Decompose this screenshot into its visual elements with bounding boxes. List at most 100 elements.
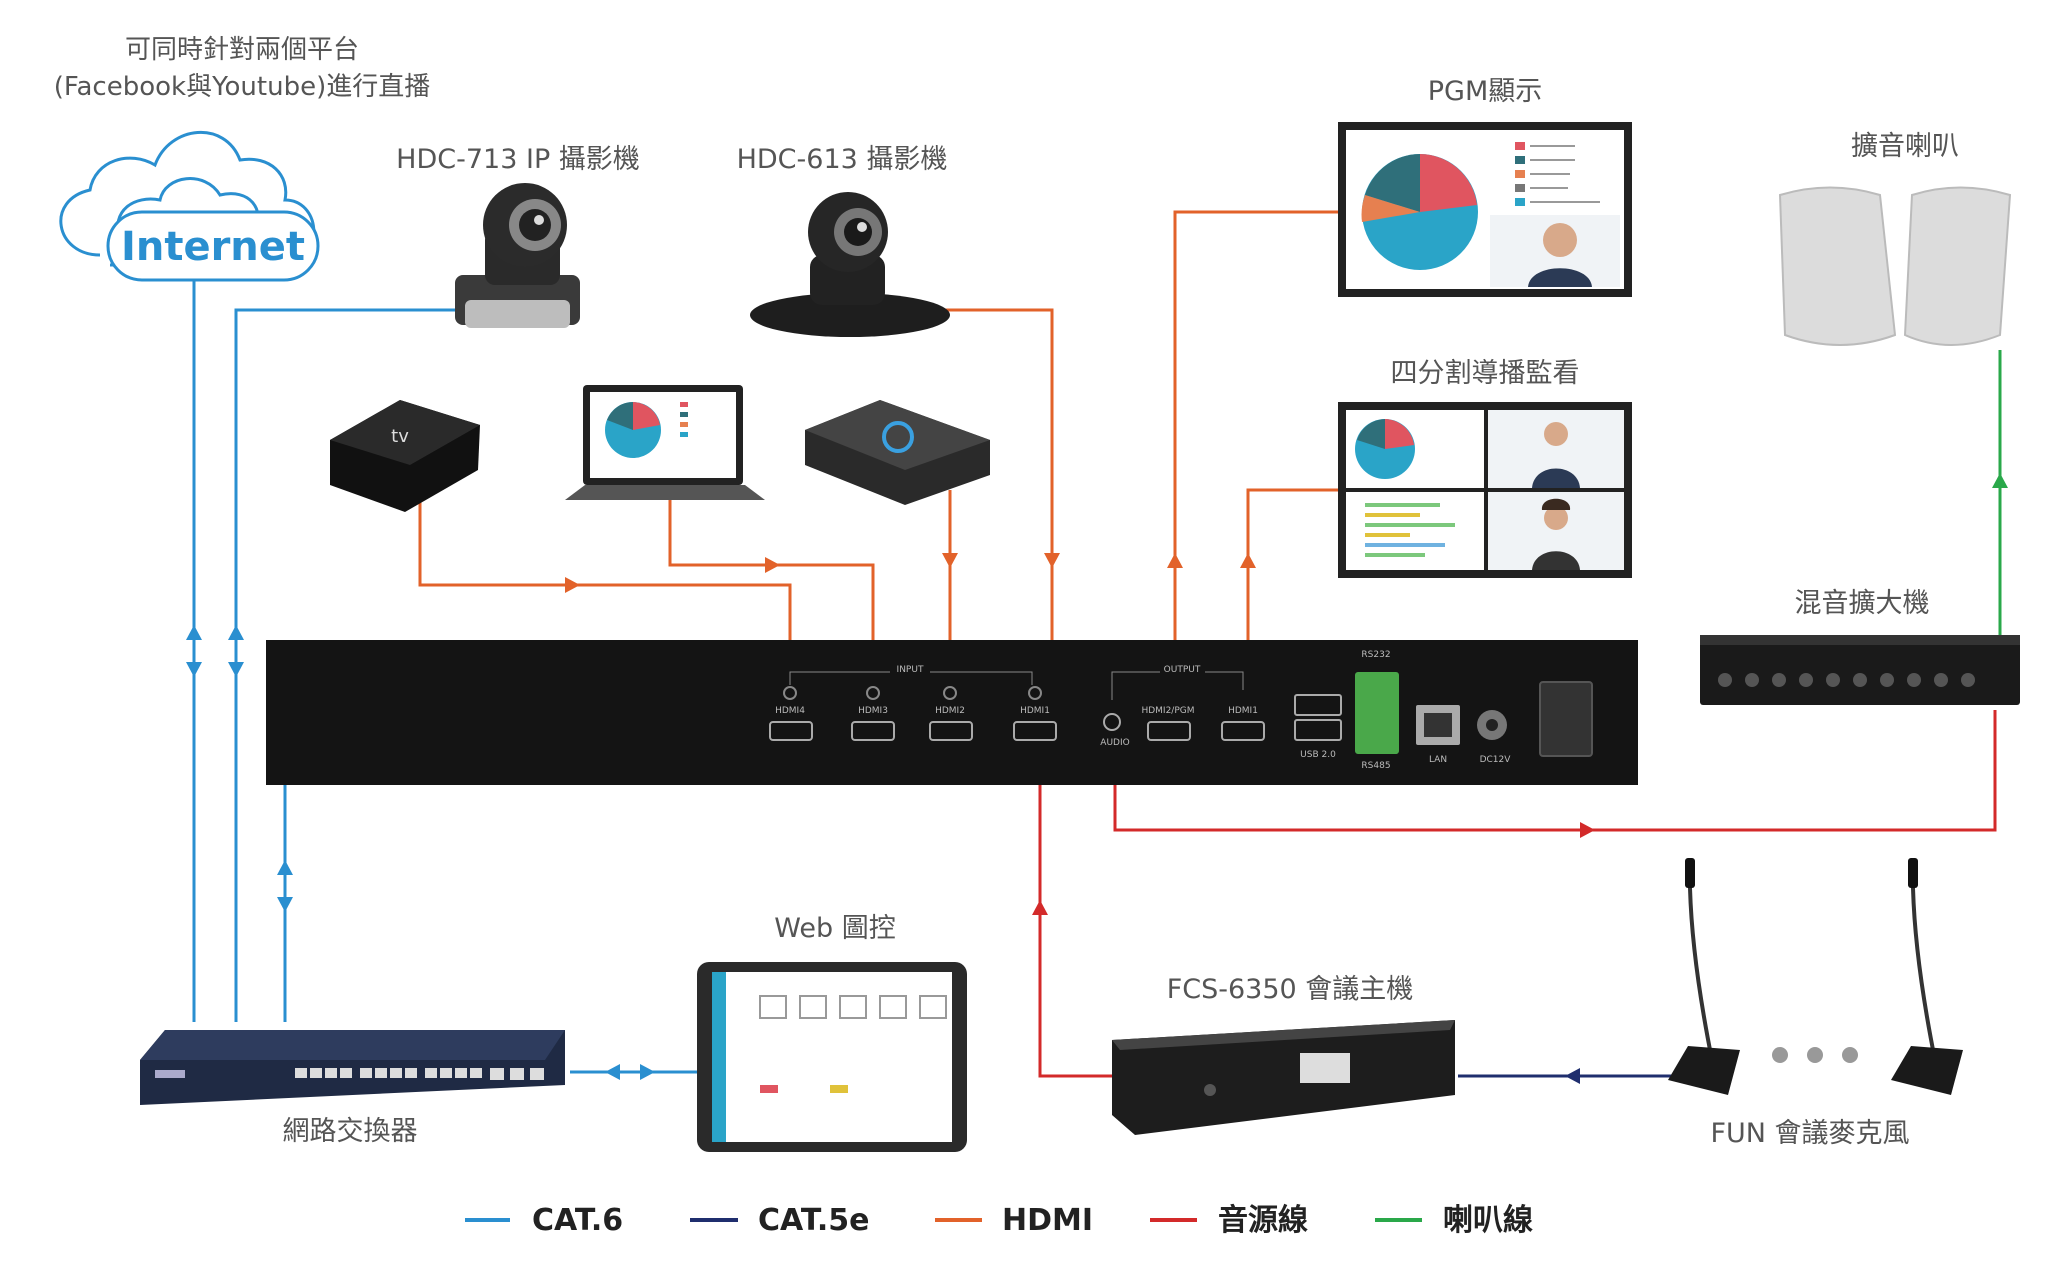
output-group-label: OUTPUT — [1164, 665, 1201, 675]
legend-item-speaker: 喇叭線 — [1375, 1203, 1533, 1238]
svg-text:USB 2.0: USB 2.0 — [1300, 750, 1336, 760]
camera-613-label: HDC-613 攝影機 — [737, 144, 948, 175]
ip-camera-label: HDC-713 IP 攝影機 — [396, 144, 640, 175]
web-control-label: Web 圖控 — [774, 913, 895, 944]
internet-badge — [106, 210, 320, 282]
rs232-rs485-terminal: RS232 RS485 — [1355, 650, 1399, 771]
cat6-line-camera-switch — [234, 308, 460, 1022]
arrow-right — [565, 577, 580, 593]
ellipsis-dot — [1807, 1047, 1823, 1063]
arrow-up — [1032, 900, 1048, 915]
internet-label: Internet — [121, 224, 305, 270]
svg-text:HDMI1: HDMI1 — [1228, 706, 1258, 716]
svg-text:HDMI1: HDMI1 — [1020, 706, 1050, 716]
arrow-up — [1240, 553, 1256, 568]
dc-power-port: DC12V — [1477, 710, 1511, 765]
tablet-icon — [697, 962, 967, 1152]
legend-item-audio: 音源線 — [1150, 1203, 1308, 1238]
arrow-right — [640, 1064, 655, 1080]
audio-line-host-switcher — [1038, 690, 1120, 1078]
quad-monitor-label: 四分割導播監看 — [1391, 358, 1580, 389]
legend-item-cat6: CAT.6 — [465, 1203, 623, 1238]
speakers-icon — [1778, 186, 2012, 346]
input-group-label: INPUT — [897, 665, 924, 675]
hdmi4-port: HDMI4 — [769, 686, 813, 741]
microphones-icon — [1668, 858, 1963, 1095]
arrow-up — [228, 625, 244, 640]
audio-port: AUDIO — [1100, 713, 1130, 748]
microphones-label: FUN 會議麥克風 — [1710, 1118, 1909, 1149]
lan-port: LAN — [1416, 705, 1460, 765]
hdmi-arrows — [565, 553, 1256, 593]
svg-text:DC12V: DC12V — [1480, 755, 1512, 765]
hdmi-line-quad — [1246, 488, 1345, 695]
power-switch — [1539, 681, 1593, 757]
arrow-up — [186, 625, 202, 640]
svg-text:LAN: LAN — [1429, 755, 1447, 765]
svg-text:RS232: RS232 — [1361, 650, 1390, 660]
svg-text:HDMI4: HDMI4 — [775, 706, 805, 716]
apple-tv-icon: tv — [330, 400, 480, 512]
camera-613-icon — [750, 192, 950, 337]
speaker-connections — [1992, 350, 2008, 640]
hdmi3-port: HDMI3 — [851, 686, 895, 741]
legend-label: CAT.6 — [532, 1203, 623, 1238]
quad-monitor-icon — [1338, 402, 1632, 578]
arrow-up — [277, 860, 293, 875]
svg-text:HDMI2: HDMI2 — [935, 706, 965, 716]
arrow-left — [605, 1064, 620, 1080]
hdmi1-output-port: HDMI1 — [1221, 706, 1265, 741]
network-switch-label: 網路交換器 — [283, 1116, 418, 1147]
arrow-down — [942, 553, 958, 568]
livestream-caption-line1: 可同時針對兩個平台 — [125, 35, 359, 65]
hdmi-line-camera613 — [945, 308, 1054, 695]
cat5e-connections — [1458, 1068, 1695, 1084]
mixer-amp-icon — [1700, 635, 2020, 705]
cat6-arrows — [186, 625, 655, 1080]
arrow-right — [765, 557, 780, 573]
legend-label: 喇叭線 — [1443, 1203, 1533, 1238]
arrow-right — [1580, 822, 1595, 838]
conference-host-label: FCS-6350 會議主機 — [1167, 974, 1414, 1005]
pgm-display-label: PGM顯示 — [1428, 76, 1543, 107]
livestream-caption-line2: (Facebook與Youtube)進行直播 — [54, 72, 430, 102]
usb-port: USB 2.0 — [1294, 694, 1342, 760]
internet-cloud: Internet — [59, 131, 320, 282]
arrow-down — [1044, 553, 1060, 568]
legend-label: 音源線 — [1218, 1203, 1308, 1238]
ip-camera-icon — [455, 183, 580, 328]
hdmi-line-pgm — [1173, 210, 1345, 695]
svg-text:HDMI2/PGM: HDMI2/PGM — [1141, 706, 1194, 716]
svg-text:tv: tv — [391, 426, 409, 447]
av-switcher: INPUT OUTPUT HDMI4 HDMI3 HDMI2 HDMI1 AUD… — [266, 640, 1638, 785]
arrow-down — [277, 897, 293, 912]
arrow-left — [1565, 1068, 1580, 1084]
laptop-icon — [565, 385, 765, 500]
mixer-amp-label: 混音擴大機 — [1795, 588, 1930, 619]
legend-item-cat5e: CAT.5e — [690, 1203, 869, 1238]
legend-label: CAT.5e — [758, 1203, 869, 1238]
hdmi2-port: HDMI2 — [929, 686, 973, 741]
switcher-chassis — [266, 640, 1638, 785]
svg-text:AUDIO: AUDIO — [1100, 738, 1129, 748]
network-switch-icon — [140, 1030, 565, 1105]
arrow-down — [228, 662, 244, 677]
bluray-player-icon — [805, 400, 990, 505]
audio-arrows — [1032, 822, 1595, 915]
hdmi1-input-port: HDMI1 — [1013, 686, 1057, 741]
pgm-display-icon — [1338, 122, 1632, 297]
legend: CAT.6 CAT.5e HDMI 音源線 喇叭線 — [465, 1203, 1533, 1238]
svg-text:HDMI3: HDMI3 — [858, 706, 888, 716]
ellipsis-dot — [1842, 1047, 1858, 1063]
arrow-up — [1167, 553, 1183, 568]
legend-item-hdmi: HDMI — [935, 1203, 1093, 1238]
hdmi2-pgm-output-port: HDMI2/PGM — [1141, 706, 1195, 741]
arrow-up — [1992, 473, 2008, 488]
ellipsis-dot — [1772, 1047, 1788, 1063]
speakers-label: 擴音喇叭 — [1851, 131, 1959, 162]
legend-label: HDMI — [1002, 1203, 1093, 1238]
svg-text:RS485: RS485 — [1361, 761, 1390, 771]
conference-host-icon — [1112, 1020, 1455, 1135]
arrow-down — [186, 662, 202, 677]
